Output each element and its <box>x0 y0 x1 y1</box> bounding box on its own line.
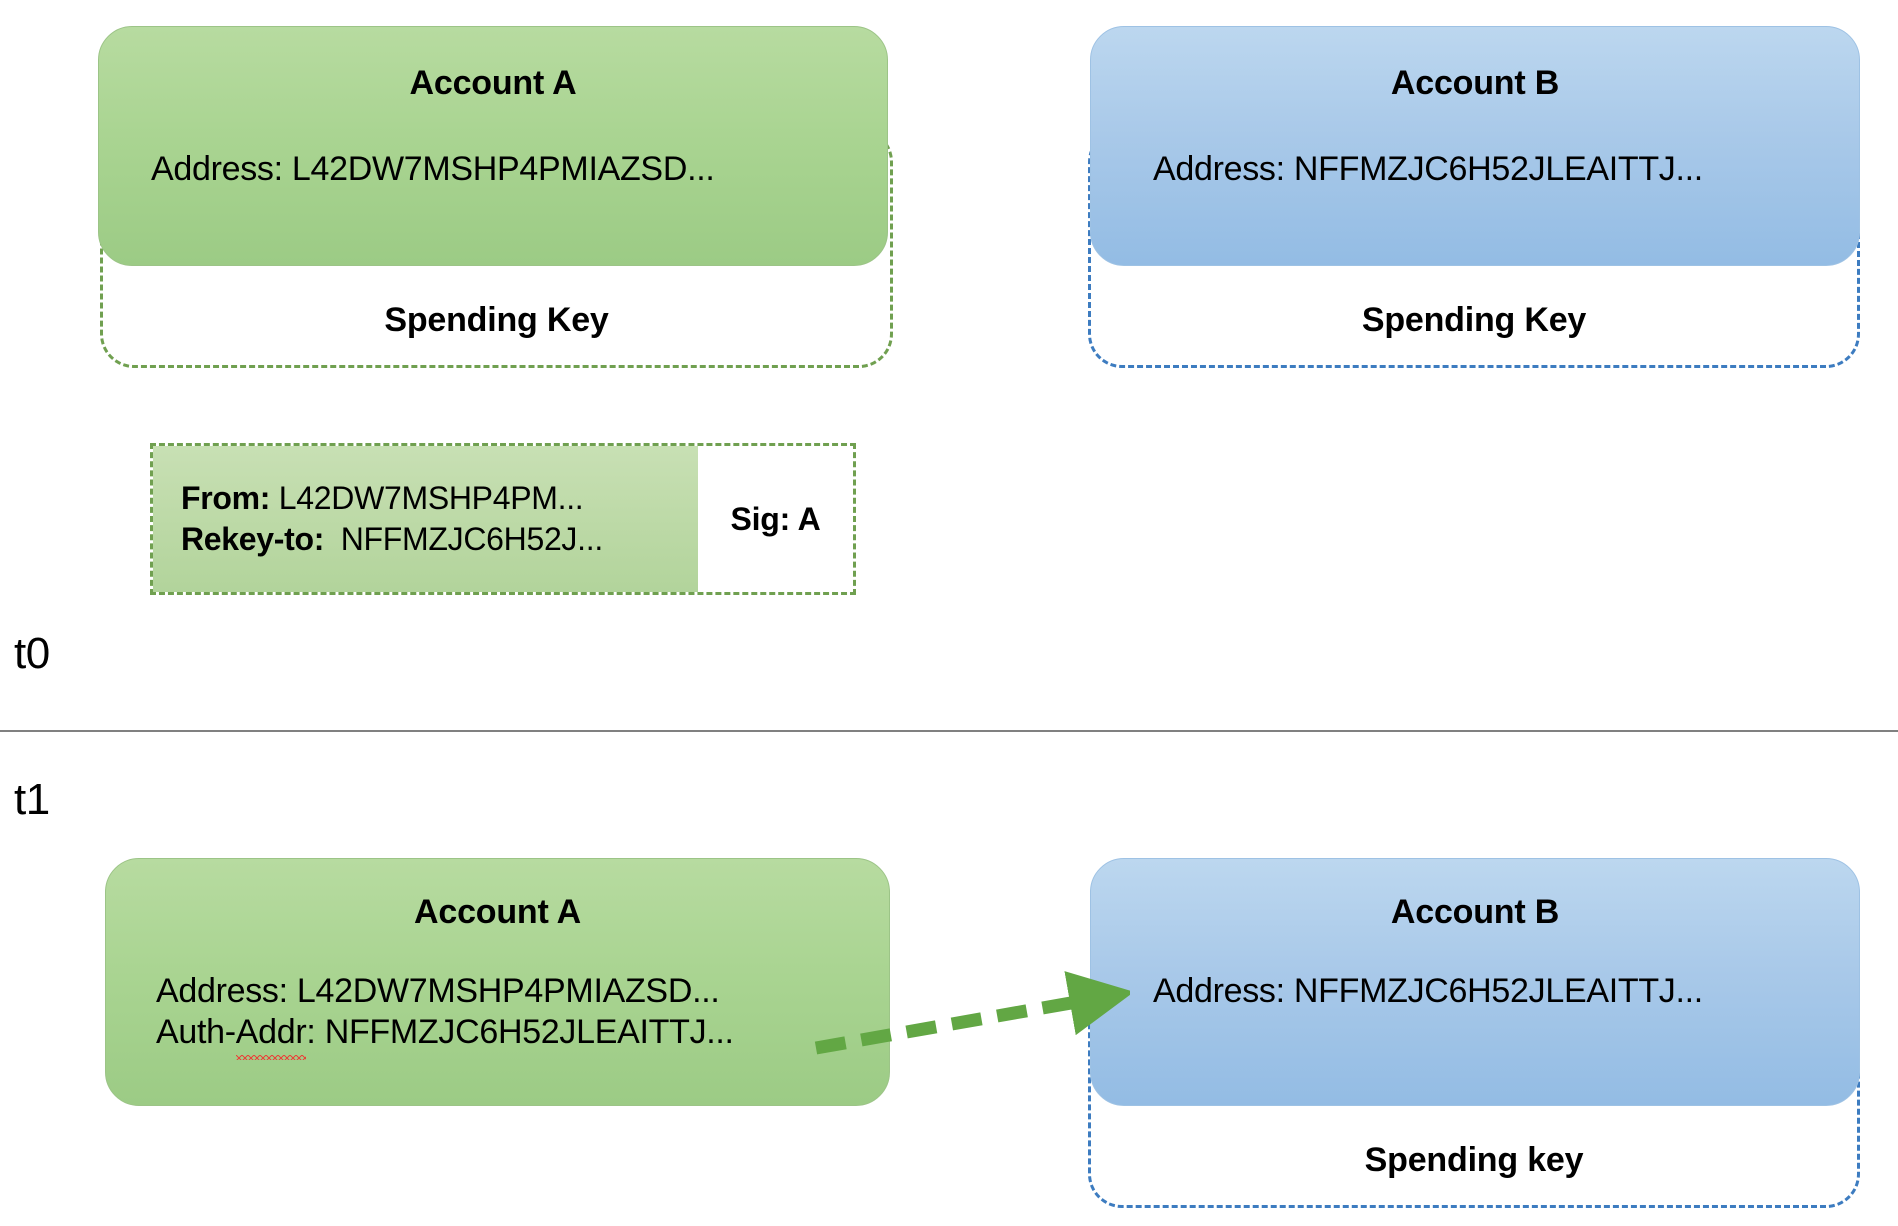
t1-account-b-address: Address: NFFMZJC6H52JLEAITTJ... <box>1153 972 1703 1010</box>
t0-transaction-from-label: From: <box>181 480 271 517</box>
t0-transaction-rekey-label: Rekey-to: <box>181 521 325 557</box>
t0-account-a-card: Account A Address: L42DW7MSHP4PMIAZSD... <box>98 26 888 266</box>
t0-account-a-spending-key-label: Spending Key <box>384 301 609 339</box>
t1-account-a-address: Address: L42DW7MSHP4PMIAZSD... <box>156 972 720 1010</box>
t1-account-a-card: Account A Address: L42DW7MSHP4PMIAZSD...… <box>105 858 890 1106</box>
t0-rekey-transaction: From: L42DW7MSHP4PM... Rekey-to: NFFMZJC… <box>150 443 856 595</box>
t1-account-b-card: Account B Address: NFFMZJC6H52JLEAITTJ..… <box>1090 858 1860 1106</box>
t1-auth-colon: : <box>306 1013 316 1052</box>
timeline-label-t1: t1 <box>14 775 50 824</box>
t0-account-a-address: Address: L42DW7MSHP4PMIAZSD... <box>151 150 715 188</box>
t1-account-a-auth-addr-row: Auth-Addr: NFFMZJC6H52JLEAITTJ... <box>156 1012 889 1061</box>
t0-account-b-spending-key-label: Spending Key <box>1361 301 1587 339</box>
t0-transaction-fields: From: L42DW7MSHP4PM... Rekey-to: NFFMZJC… <box>153 446 698 592</box>
t1-account-a-auth-addr-value: NFFMZJC6H52JLEAITTJ... <box>324 1013 734 1052</box>
t1-auth-prefix: Auth- <box>156 1013 236 1052</box>
t0-account-b-card: Account B Address: NFFMZJC6H52JLEAITTJ..… <box>1090 26 1860 266</box>
t0-account-b-title: Account B <box>1390 64 1560 102</box>
t1-account-b-title: Account B <box>1390 893 1560 931</box>
t1-account-b-spending-key-label: Spending key <box>1364 1141 1584 1179</box>
timeline-label-t0: t0 <box>14 629 50 678</box>
t0-account-b-address: Address: NFFMZJC6H52JLEAITTJ... <box>1153 150 1703 188</box>
t1-auth-addr-misspelled-word: Addr <box>235 1012 307 1061</box>
t0-transaction-rekey-value: NFFMZJC6H52J... <box>340 521 604 557</box>
t0-transaction-from-value: L42DW7MSHP4PM... <box>278 480 584 517</box>
t1-account-a-title: Account A <box>414 893 581 931</box>
t0-transaction-rekey-row: Rekey-to: NFFMZJC6H52J... <box>181 519 698 560</box>
t0-transaction-from-row: From: L42DW7MSHP4PM... <box>181 478 698 519</box>
timeline-divider <box>0 730 1898 732</box>
t0-transaction-signature: Sig: A <box>730 500 821 537</box>
t0-account-a-title: Account A <box>409 64 577 102</box>
